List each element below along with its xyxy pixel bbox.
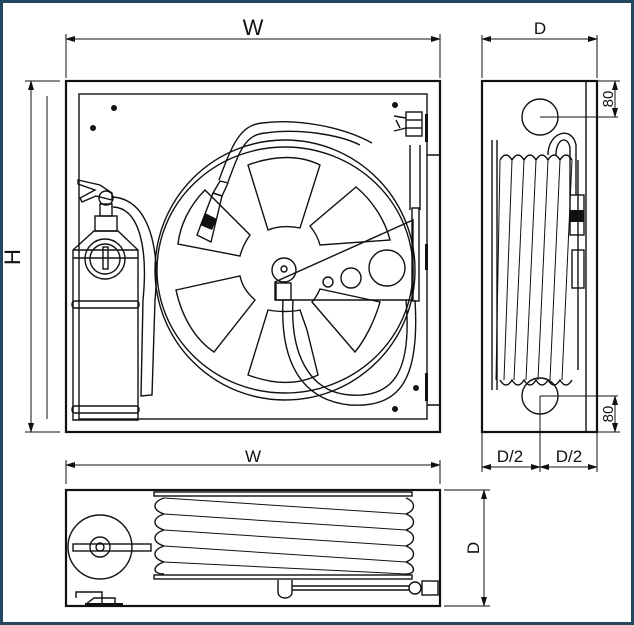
front-height-dimension: H: [0, 80, 60, 433]
side-half-depth-dimension: D/2 D/2: [481, 396, 598, 472]
front-width-label: W: [243, 15, 264, 40]
side-bottom-offset-dimension: 80: [597, 395, 620, 433]
hose-reel-icon: [154, 111, 423, 406]
screw-icon: [392, 406, 398, 412]
side-view: D 80: [480, 19, 620, 472]
side-depth-dimension: D: [481, 19, 598, 78]
side-depth-label: D: [534, 19, 546, 38]
hose-coils-top: [154, 497, 415, 575]
side-half-left-label: D/2: [497, 447, 523, 466]
side-top-offset-label: 80: [600, 91, 617, 108]
screw-icon: [413, 385, 419, 391]
screw-icon: [111, 105, 117, 111]
front-view: W H: [0, 15, 442, 434]
side-half-right-label: D/2: [556, 447, 582, 466]
side-top-offset-dimension: 80: [597, 80, 620, 118]
top-view: W D: [64, 447, 490, 608]
screw-icon: [392, 102, 398, 108]
hose-coils-side: [495, 132, 585, 386]
front-height-label: H: [0, 249, 25, 265]
top-width-label: W: [245, 447, 261, 466]
front-width-dimension: W: [65, 15, 441, 78]
side-bottom-offset-label: 80: [600, 406, 617, 423]
door-inner-panel: [78, 93, 428, 420]
top-depth-label: D: [464, 542, 483, 554]
cabinet-outer: [64, 79, 442, 434]
top-depth-dimension: D: [444, 489, 490, 607]
cabinet-top: [64, 488, 442, 608]
cabinet-side: [480, 79, 599, 434]
screw-icon: [90, 125, 96, 131]
fire-extinguisher-icon: [71, 179, 157, 421]
top-width-dimension: W: [65, 447, 441, 484]
nozzle-grip: [200, 213, 217, 230]
